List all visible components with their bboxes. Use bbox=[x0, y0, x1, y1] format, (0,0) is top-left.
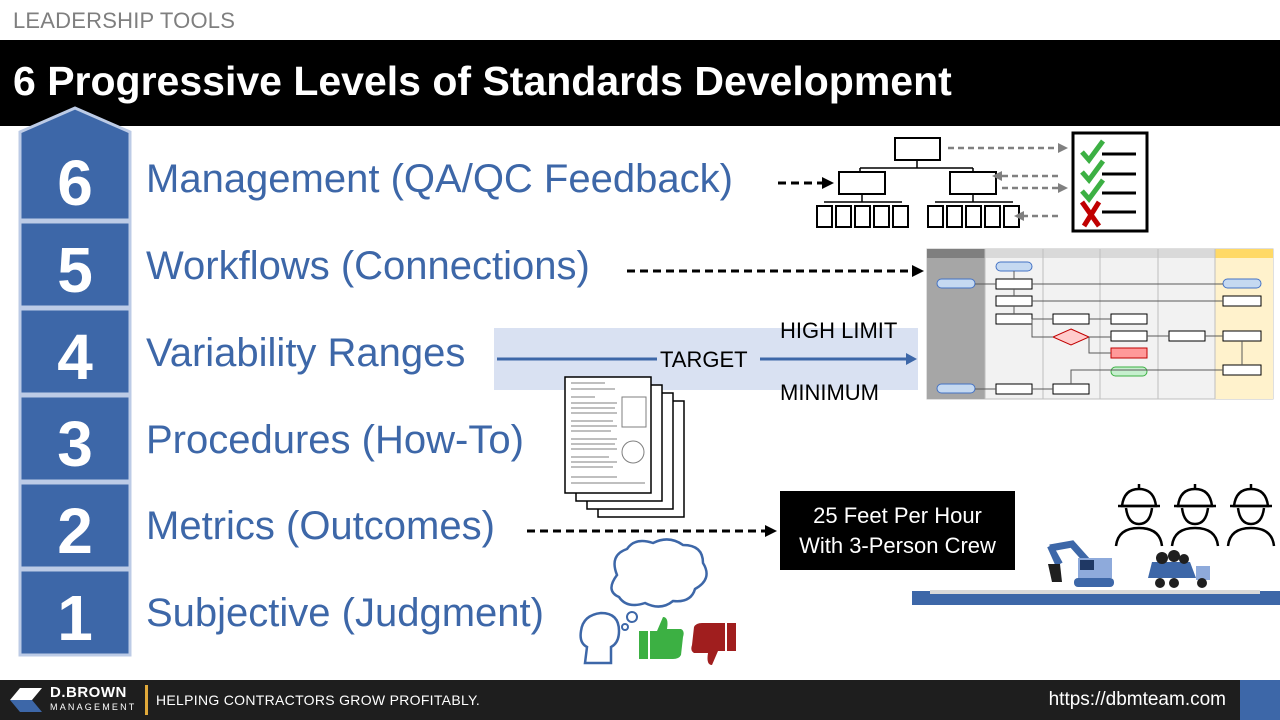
level-3-label: Procedures (How-To) bbox=[146, 418, 524, 462]
level-5-number: 5 bbox=[57, 234, 93, 306]
worker-icon bbox=[1226, 484, 1276, 547]
footer-tagline: HELPING CONTRACTORS GROW PROFITABLY. bbox=[156, 692, 481, 708]
minimum-label: MINIMUM bbox=[780, 380, 879, 405]
footer-url[interactable]: https://dbmteam.com bbox=[1048, 689, 1226, 710]
worker-icon bbox=[1114, 484, 1164, 547]
high-limit-label: HIGH LIMIT bbox=[780, 318, 898, 343]
level-6-arrow bbox=[778, 177, 834, 189]
thumbs-down-icon bbox=[691, 623, 736, 665]
footer-separator bbox=[145, 685, 148, 715]
level-4-label: Variability Ranges bbox=[146, 331, 466, 375]
level-2-arrow bbox=[527, 525, 777, 537]
level-6-label: Management (QA/QC Feedback) bbox=[146, 157, 733, 201]
footer-accent-block bbox=[1240, 680, 1280, 720]
footer: D.BROWN MANAGEMENT HELPING CONTRACTORS G… bbox=[0, 680, 1280, 720]
judgment-icons bbox=[579, 538, 736, 665]
worker-icon bbox=[1170, 484, 1220, 547]
brand-subtitle: MANAGEMENT bbox=[50, 702, 137, 712]
logo-icon bbox=[10, 688, 42, 712]
level-6-number: 6 bbox=[57, 147, 93, 219]
level-4-number: 4 bbox=[57, 321, 93, 393]
thought-cloud-icon bbox=[610, 538, 708, 608]
equipment-scene bbox=[912, 540, 1280, 605]
metric-box: 25 Feet Per Hour With 3-Person Crew bbox=[780, 491, 1015, 570]
document-stack-icon bbox=[564, 376, 685, 518]
thumbs-up-icon bbox=[639, 617, 684, 659]
level-staircase: 6 5 4 3 2 1 bbox=[18, 106, 132, 657]
level-3-number: 3 bbox=[57, 408, 93, 480]
level-5-arrow bbox=[627, 265, 924, 277]
head-icon bbox=[579, 611, 621, 665]
level-5-label: Workflows (Connections) bbox=[146, 244, 590, 288]
level-1-number: 1 bbox=[57, 582, 93, 654]
title-bar: 6 Progressive Levels of Standards Develo… bbox=[0, 40, 1280, 126]
dump-truck-icon bbox=[1148, 550, 1210, 588]
level-1-label: Subjective (Judgment) bbox=[146, 591, 544, 635]
target-label: TARGET bbox=[660, 347, 748, 372]
metric-line-1: 25 Feet Per Hour bbox=[813, 502, 982, 528]
crew-icons bbox=[1114, 484, 1276, 547]
checklist-icon bbox=[1071, 131, 1149, 233]
brand-name: D.BROWN bbox=[50, 684, 127, 701]
level-2-number: 2 bbox=[57, 495, 93, 567]
workflow-diagram-icon bbox=[926, 248, 1274, 400]
excavator-icon bbox=[1047, 540, 1114, 587]
metric-line-2: With 3-Person Crew bbox=[799, 532, 996, 558]
page-title: 6 Progressive Levels of Standards Develo… bbox=[13, 58, 952, 104]
section-kicker: LEADERSHIP TOOLS bbox=[13, 8, 236, 33]
org-chart-icon bbox=[816, 131, 1149, 233]
level-2-label: Metrics (Outcomes) bbox=[146, 504, 495, 548]
